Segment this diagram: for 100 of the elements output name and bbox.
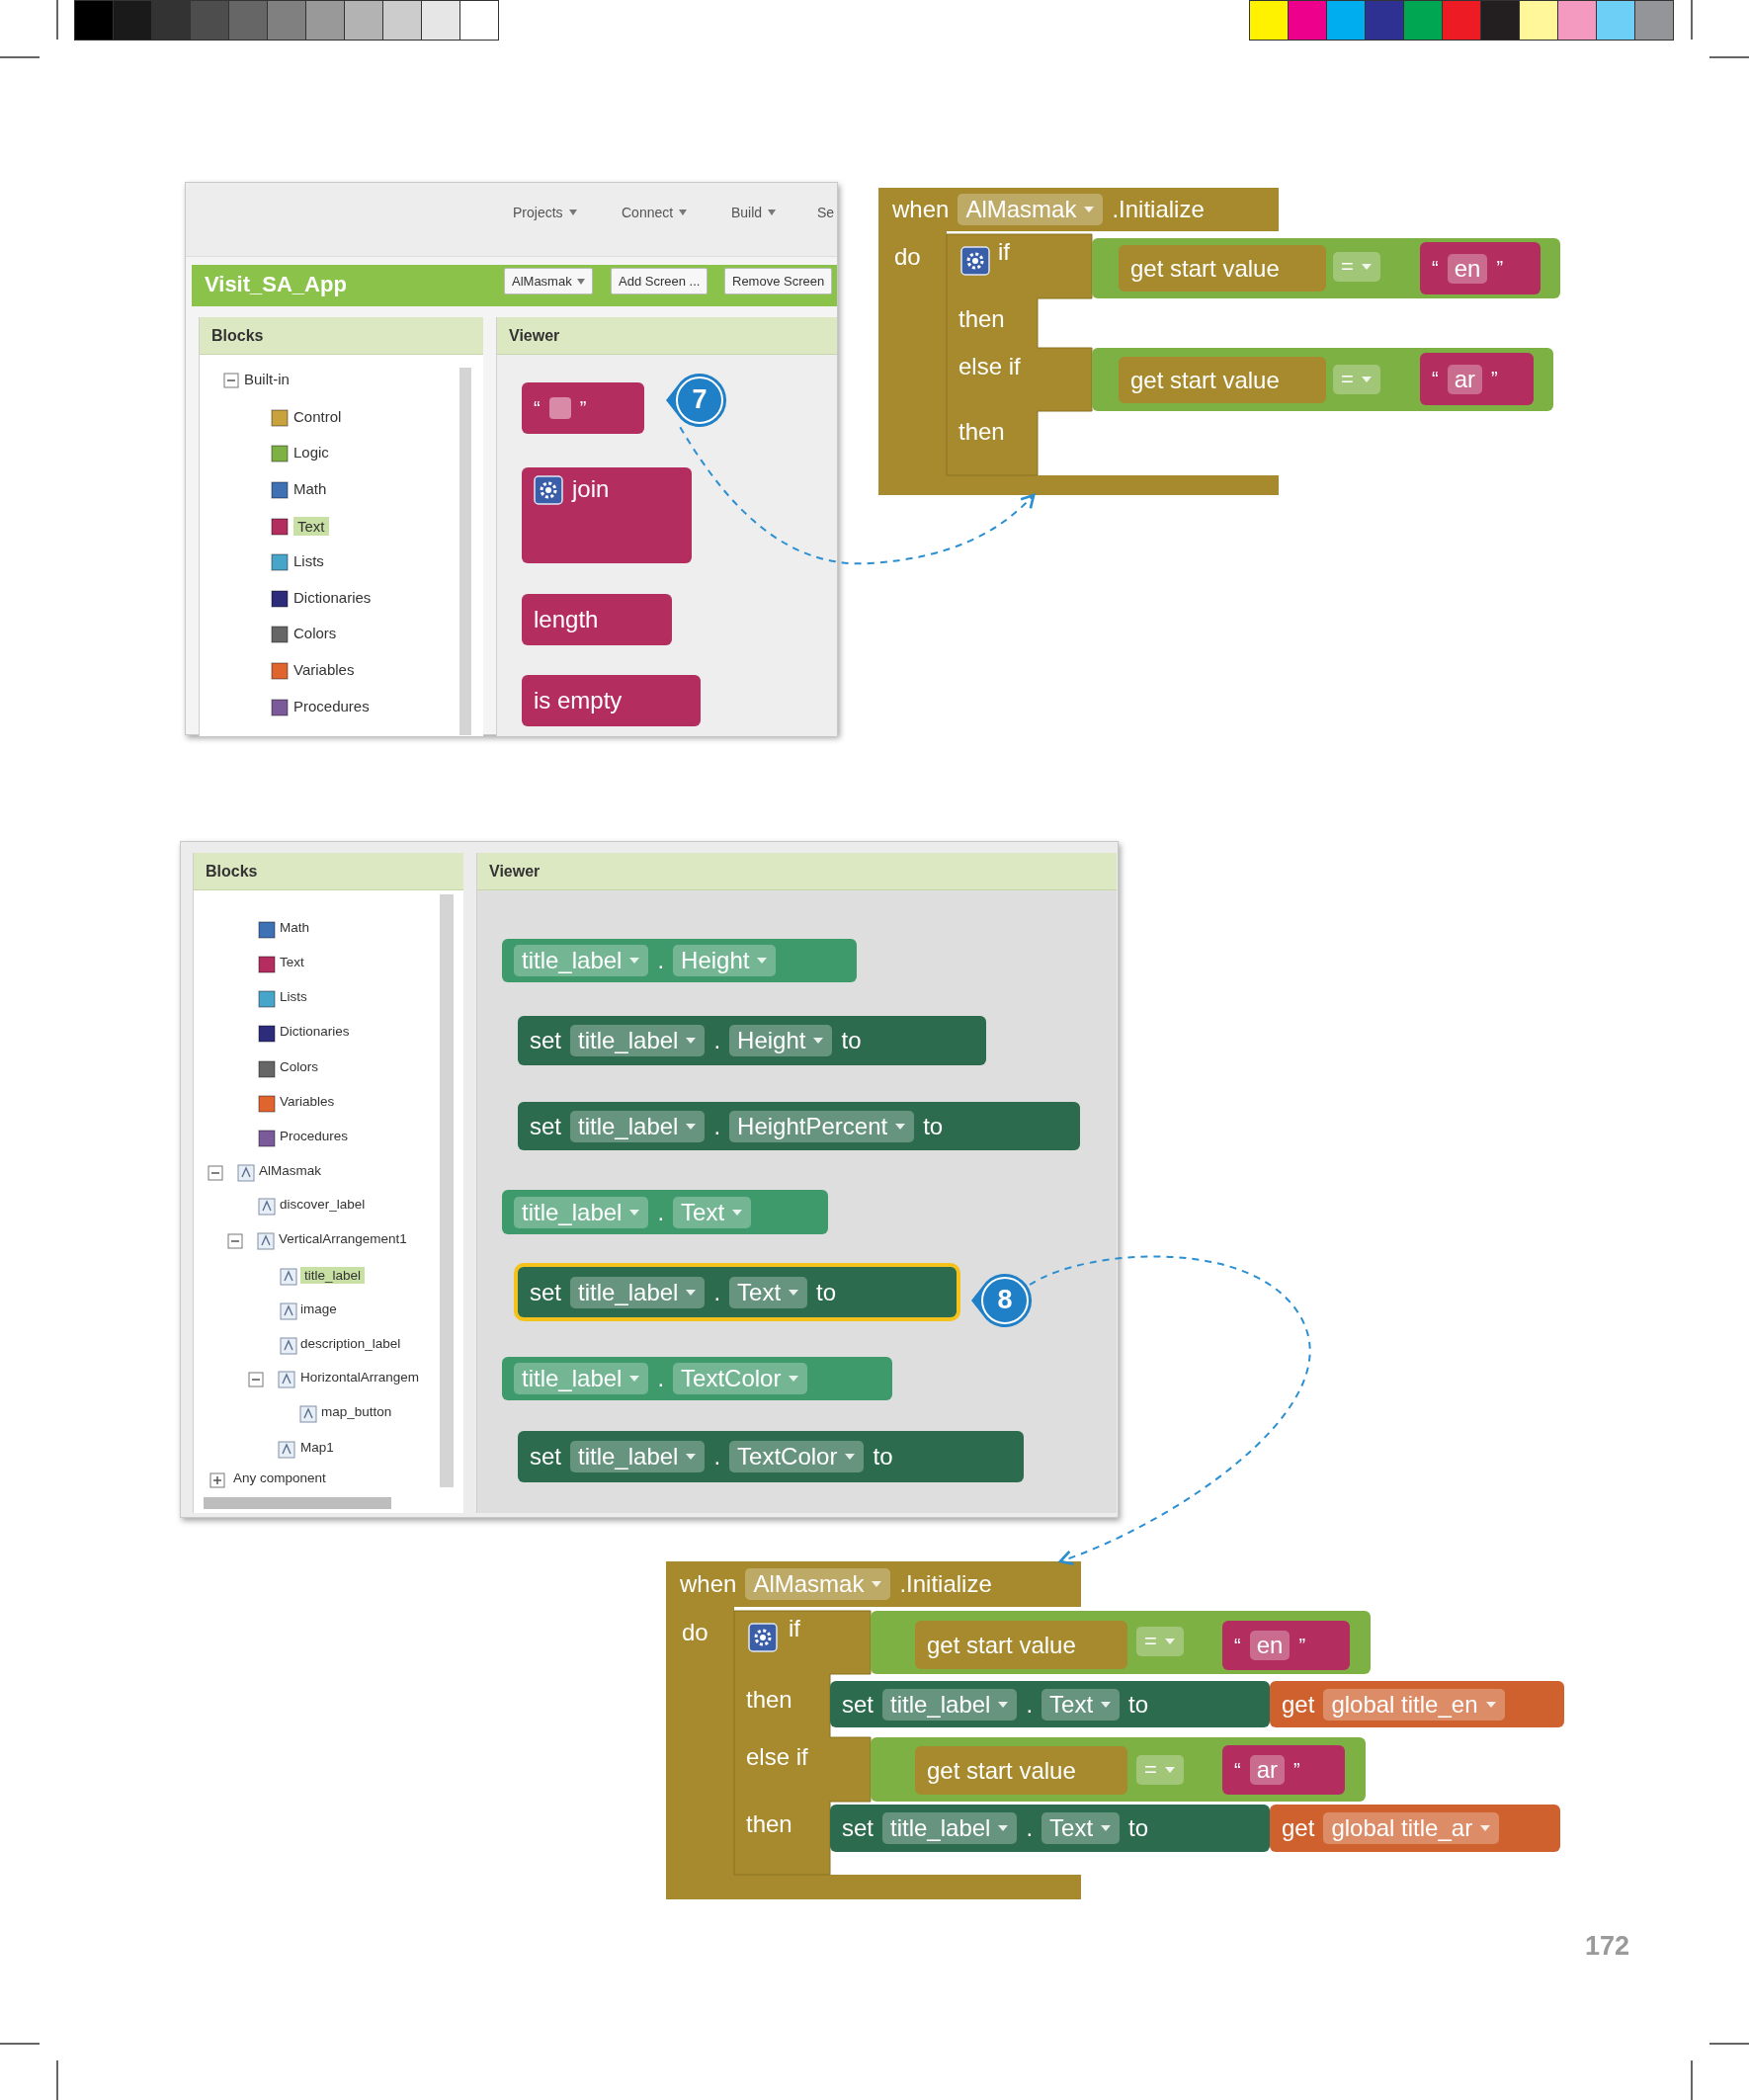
text-field: ar (1447, 364, 1482, 394)
tree-item: Colors (293, 625, 337, 641)
block-label: to (923, 1112, 944, 1140)
block-label: . (657, 1365, 665, 1392)
code-block (518, 1431, 1024, 1482)
block-label: . (713, 1278, 721, 1306)
quote-mark: “ (1234, 1634, 1241, 1657)
block-label: set (530, 1443, 561, 1470)
tree-item: Math (293, 480, 327, 497)
block-label: set (530, 1027, 561, 1054)
tree-item: title_label (300, 1267, 366, 1284)
tree-item: HorizontalArrangem (300, 1370, 420, 1385)
block-label: . (1026, 1690, 1034, 1719)
block-label: . (713, 1443, 721, 1470)
tree-item: Variables (293, 661, 355, 678)
panel-title: Viewer (477, 853, 1117, 890)
code-block (1222, 1745, 1345, 1795)
block-label: set (842, 1814, 874, 1842)
code-block (502, 1190, 828, 1234)
block-label: . (657, 1198, 665, 1226)
code-block (1119, 245, 1326, 292)
code-block (518, 1016, 986, 1065)
screenshot-window (185, 182, 838, 735)
tree-item: Logic (293, 444, 329, 461)
compare-block (1092, 238, 1560, 298)
dropdown-field: global title_en (1323, 1688, 1505, 1721)
tree-item: Lists (280, 989, 307, 1004)
block-label: get start value (927, 1631, 1076, 1659)
dropdown-field: title_label (570, 1441, 706, 1472)
block-label: is empty (534, 687, 623, 714)
menu-item: Build (731, 205, 777, 220)
tree-item: Dictionaries (280, 1024, 350, 1039)
tree-item: Math (280, 920, 309, 935)
code-block (915, 1621, 1127, 1669)
dropdown-field: = (1136, 1755, 1184, 1785)
tree-item: Control (293, 408, 342, 425)
tree-item: Procedures (280, 1129, 349, 1143)
compare-block (871, 1611, 1371, 1674)
dropdown-field: Text (673, 1196, 752, 1228)
block-label: to (873, 1443, 893, 1470)
dropdown-field: title_label (570, 1025, 706, 1056)
code-block (522, 382, 644, 434)
event-block (878, 188, 1279, 495)
dropdown-field: global title_ar (1323, 1812, 1500, 1844)
screenshot-window (180, 841, 1119, 1518)
text-field: en (1249, 1631, 1291, 1660)
block-label: to (1128, 1690, 1149, 1719)
code-block (502, 1357, 892, 1400)
code-block (1270, 1805, 1560, 1852)
quote-mark: “ (534, 396, 541, 420)
block-label: .Initialize (899, 1570, 992, 1598)
block-label: set (530, 1278, 561, 1306)
blocks-panel (199, 317, 483, 736)
block-label: then (746, 1686, 792, 1714)
block-label: get start value (1130, 254, 1280, 283)
text-field: en (1447, 253, 1488, 284)
code-block (1420, 353, 1534, 405)
viewer-panel (496, 317, 837, 736)
dropdown-field: Text (1041, 1812, 1121, 1844)
dashed-arrow (679, 426, 1036, 564)
tree-item: map_button (321, 1404, 392, 1419)
dropdown-field: title_label (570, 1276, 706, 1308)
block-label: else if (958, 353, 1021, 380)
block-label: then (958, 305, 1005, 333)
dropdown-field: HeightPercent (729, 1110, 915, 1142)
block-label: do (682, 1619, 708, 1646)
tree-item: discover_label (280, 1197, 366, 1212)
code-block (830, 1681, 1270, 1727)
quote-mark: “ (1432, 368, 1439, 390)
quote-mark: “ (1234, 1758, 1241, 1782)
viewer-panel (476, 853, 1117, 1513)
callout-number (665, 371, 728, 430)
menu-item: Se (817, 205, 835, 220)
tree-item: image (300, 1302, 337, 1316)
block-label: when (892, 196, 950, 223)
tree-item: Any component (233, 1470, 326, 1485)
block-label: then (958, 418, 1005, 446)
dropdown-field: = (1136, 1627, 1184, 1656)
code-block (522, 467, 692, 563)
tree-item: Text (293, 517, 329, 536)
block-label: to (1128, 1814, 1149, 1842)
tree-item: Map1 (300, 1440, 334, 1455)
block-label: get (1282, 1690, 1315, 1719)
code-block (915, 1746, 1127, 1795)
code-block (1222, 1621, 1350, 1670)
block-label: then (746, 1810, 792, 1838)
code-block (1420, 242, 1541, 294)
block-label: else if (746, 1743, 808, 1771)
dropdown-field: title_label (514, 1196, 649, 1228)
callout-label: 7 (691, 384, 708, 415)
code-block (522, 675, 701, 726)
block-label: length (534, 606, 599, 633)
panel-title: Blocks (194, 853, 463, 890)
app-name: Visit_SA_App (205, 272, 347, 297)
compare-block (871, 1737, 1366, 1802)
if-block (947, 234, 1092, 475)
block-label: when (680, 1570, 737, 1598)
code-block (522, 594, 672, 645)
callout-label: 8 (996, 1285, 1014, 1315)
block-label: . (713, 1112, 721, 1140)
